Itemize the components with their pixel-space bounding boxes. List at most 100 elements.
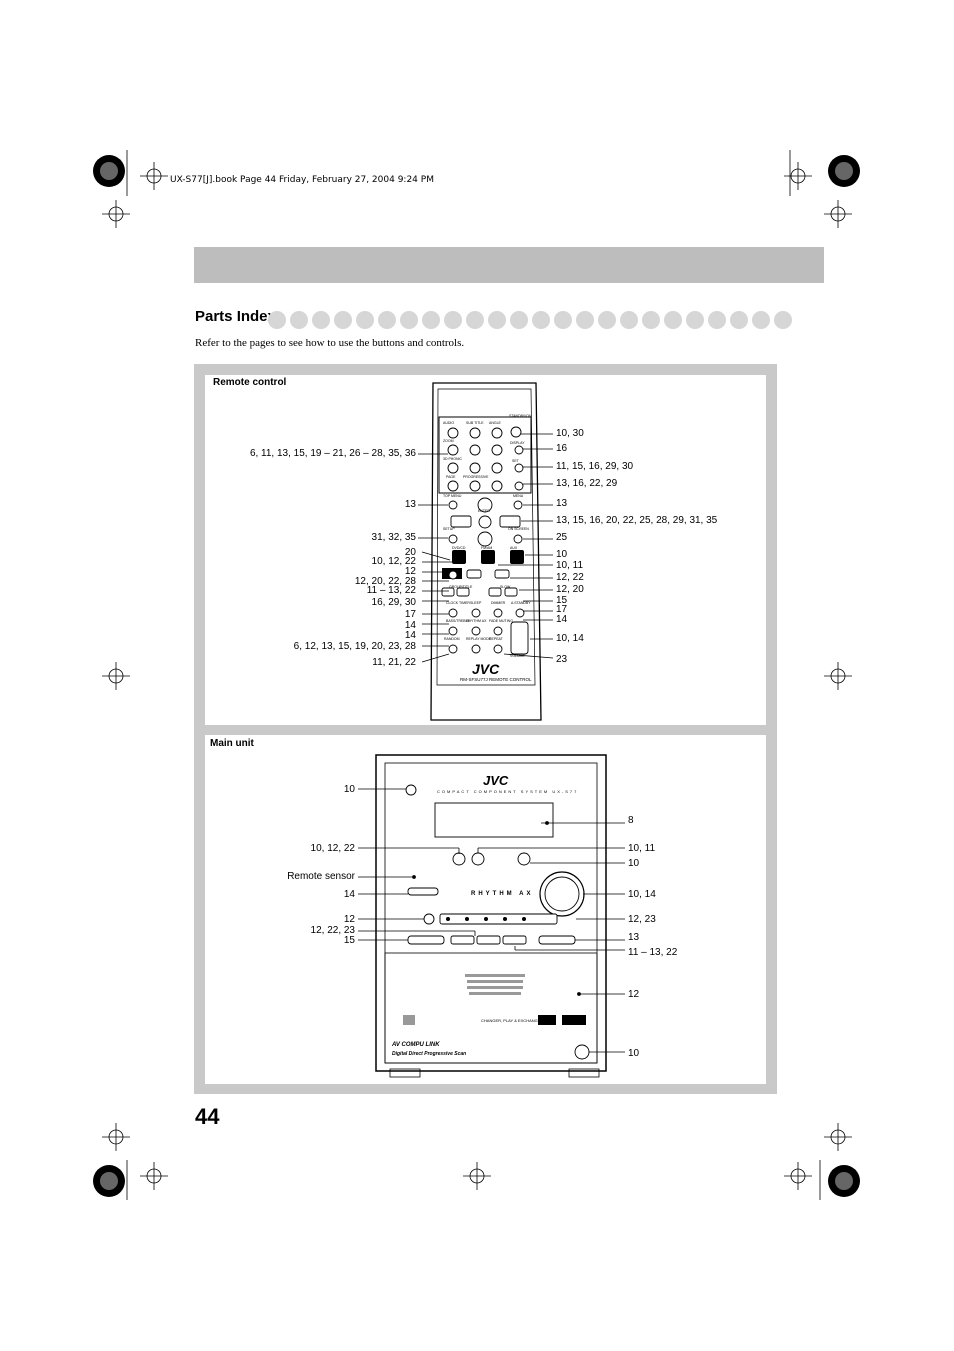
remote-callout-right: 12, 20: [556, 584, 584, 595]
remote-control-title: Remote control: [213, 377, 287, 388]
remote-callout-left: 12, 20, 22, 28: [354, 576, 416, 587]
unit-callout-right: 11 – 13, 22: [628, 947, 678, 958]
unit-callout-left: 14: [343, 889, 355, 900]
unit-callout-right: 10, 14: [628, 889, 656, 900]
remote-callout-left: 6, 12, 13, 15, 19, 20, 23, 28: [293, 641, 416, 652]
remote-callout-right: 23: [556, 654, 568, 665]
unit-callout-left: Remote sensor: [287, 871, 355, 882]
remote-callout-left: 14: [404, 620, 416, 631]
remote-callout-right: 25: [556, 532, 568, 543]
unit-callout-right: 12, 23: [628, 914, 656, 925]
unit-callout-right: 10: [628, 858, 640, 869]
remote-key-label: AUX: [510, 546, 518, 550]
section-title: Parts Index: [195, 308, 276, 325]
page-number: 44: [195, 1104, 220, 1129]
unit-rhythm-text: RHYTHM AX: [471, 891, 533, 897]
remote-key-label: SLEEP: [470, 601, 482, 605]
main-unit-title: Main unit: [210, 738, 254, 749]
remote-model-text: RM-SFSU77J REMOTE CONTROL: [460, 677, 532, 682]
remote-key-label: GROUP/TITLE: [449, 585, 473, 589]
remote-key-label: SLOW: [500, 585, 511, 589]
remote-callout-left: 17: [404, 609, 416, 620]
remote-key-label: REPLAY MODE: [466, 637, 491, 641]
remote-callout-left: 11, 21, 22: [372, 657, 416, 668]
remote-key-label: SETUP: [443, 527, 455, 531]
unit-callout-right: 12: [628, 989, 640, 1000]
remote-key-label: RANDOM: [444, 637, 460, 641]
remote-callout-left: 31, 32, 35: [371, 532, 416, 543]
remote-callout-right: 10, 14: [556, 633, 584, 644]
unit-callout-left: 12, 22, 23: [310, 925, 355, 936]
unit-callout-right: 8: [628, 815, 634, 826]
book-file-line: UX-S77[J].book Page 44 Friday, February …: [170, 175, 434, 185]
remote-callout-left: 10, 12, 22: [371, 556, 416, 567]
main-unit-drawing: JVC COMPACT COMPONENT SYSTEM UX-S77 RHYT…: [375, 754, 607, 1078]
header-band: [194, 247, 824, 283]
unit-callout-right: 10: [628, 1048, 640, 1059]
crosshair-icon: [140, 162, 168, 190]
remote-callout-left: 20: [404, 547, 416, 558]
remote-callout-right: 13, 15, 16, 20, 22, 25, 28, 29, 31, 35: [556, 515, 718, 526]
remote-callout-right: 11, 15, 16, 29, 30: [556, 461, 634, 472]
remote-key-label: CLOCK TIMER: [446, 601, 470, 605]
remote-callout-left: 16, 29, 30: [371, 597, 416, 608]
remote-standby-label: STANDBY/ON: [509, 414, 532, 418]
unit-callout-left: 15: [343, 935, 355, 946]
remote-key-label: DVD/CD: [452, 546, 466, 550]
remote-control-drawing: JVC RM-SFSU77J REMOTE CONTROL STANDBY/ON: [430, 382, 542, 721]
remote-key-label: PROGRESSIVE: [463, 475, 489, 479]
remote-key-label: TOP MENU: [443, 494, 462, 498]
remote-jvc-logo: JVC: [472, 661, 500, 677]
remote-key-label: MENU: [513, 494, 524, 498]
unit-changer-text: CHANGER, PLAY & EXCHANGE: [481, 1018, 541, 1023]
remote-key-label: ENTER: [478, 509, 490, 513]
remote-callout-right: 13, 16, 22, 29: [556, 478, 618, 489]
remote-key-label: BASS/TREBLE: [446, 619, 470, 623]
remote-leader-lines: [418, 433, 554, 663]
unit-system-text: COMPACT COMPONENT SYSTEM UX-S77: [437, 789, 578, 794]
remote-callout-right: 10, 30: [556, 428, 584, 439]
remote-callout-right: 10, 11: [556, 560, 584, 571]
remote-callout-left: 14: [404, 630, 416, 641]
remote-key-label: DIMMER: [491, 601, 506, 605]
unit-compulink-text: AV COMPU LINK: [391, 1042, 440, 1048]
unit-scan-text: Digital Direct Progressive Scan: [392, 1051, 466, 1057]
intro-text: Refer to the pages to see how to use the…: [195, 337, 465, 349]
remote-key-label: FADE MUTING: [489, 619, 513, 623]
main-unit-box: [205, 735, 766, 1084]
unit-callout-left: 12: [343, 914, 355, 925]
remote-callout-right: 16: [556, 443, 568, 454]
registration-target-icon: [93, 155, 860, 1197]
remote-callout-right: 14: [556, 614, 568, 625]
unit-callout-left: 10: [343, 784, 355, 795]
remote-callout-right: 13: [556, 498, 568, 509]
unit-callout-left: 10, 12, 22: [310, 843, 355, 854]
remote-key-label: ZOOM: [443, 439, 454, 443]
unit-callout-right: 13: [628, 932, 640, 943]
unit-jvc-logo: JVC: [483, 773, 509, 788]
remote-key-label: RHYTHM AX: [466, 619, 487, 623]
remote-key-label: PAGE: [446, 475, 456, 479]
remote-key-label: AUDIO: [443, 421, 455, 425]
title-dot-rule: [268, 311, 792, 329]
remote-key-label: FM/AM: [481, 546, 493, 550]
unit-leader-lines: [358, 788, 625, 1053]
remote-callout-left: 12: [404, 566, 416, 577]
remote-key-label: A.STANDBY: [511, 601, 531, 605]
remote-callout-right: 17: [556, 604, 568, 615]
remote-key-label: ANGLE: [489, 421, 501, 425]
unit-callout-right: 10, 11: [628, 843, 656, 854]
remote-callout-right: 15: [556, 595, 568, 606]
remote-key-label: ON SCREEN: [508, 527, 529, 531]
remote-key-label: VOLUME: [510, 654, 525, 658]
remote-callout-left: 6, 11, 13, 15, 19 – 21, 26 – 28, 35, 36: [249, 448, 416, 459]
remote-key-label: REPEAT: [489, 637, 503, 641]
remote-key-label: SUB TITLE: [466, 421, 484, 425]
remote-callout-left: 11 – 13, 22: [366, 585, 416, 596]
remote-callout-left: 13: [404, 499, 416, 510]
remote-key-label: 3D PHONIC: [443, 457, 463, 461]
remote-key-label: DISPLAY: [510, 441, 525, 445]
remote-callout-right: 12, 22: [556, 572, 584, 583]
remote-key-label: SET: [512, 459, 519, 463]
